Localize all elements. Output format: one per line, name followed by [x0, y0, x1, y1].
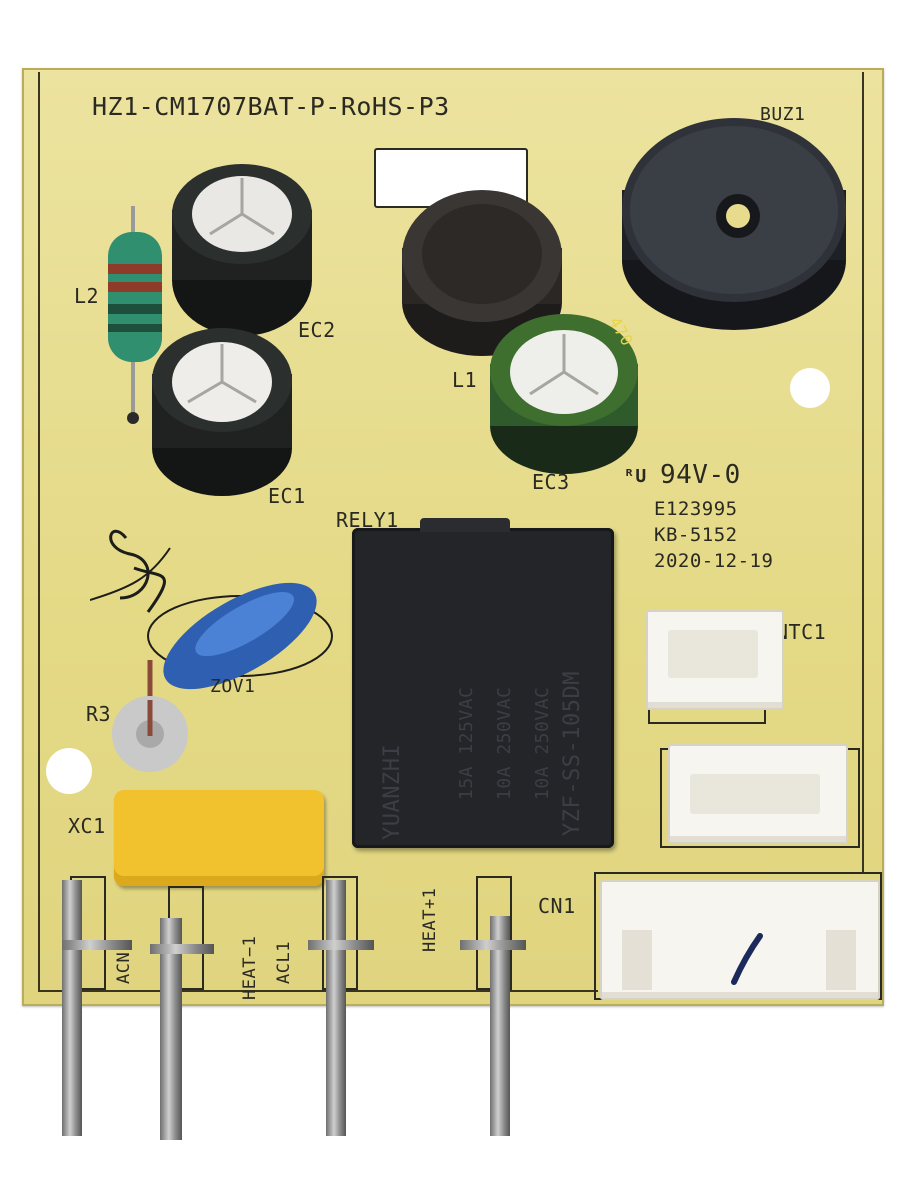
- label-xc1: XC1: [68, 814, 106, 838]
- label-zov: ZOV1: [210, 676, 256, 697]
- label-ntc1: NTC1: [776, 620, 827, 644]
- relay-brand: YUANZHI: [380, 743, 405, 840]
- relay-tab: [420, 518, 510, 532]
- label-ec3: EC3: [532, 470, 570, 494]
- mounting-hole-left: [46, 748, 92, 794]
- connector2-socket: [690, 774, 820, 814]
- buzzer: [622, 118, 846, 330]
- manufacture-date: 2020-12-19: [654, 550, 774, 572]
- board-edge-right: [862, 72, 864, 872]
- label-heat-plus: HEAT+1: [420, 887, 440, 952]
- terminal-acl[interactable]: [326, 880, 346, 1136]
- inductor-l1: [402, 190, 562, 356]
- label-ec2: EC2: [298, 318, 336, 342]
- label-buzzer: BUZ1: [760, 104, 806, 125]
- maker-code: KB-5152: [654, 524, 738, 546]
- ul-mark: ᴿU: [624, 466, 647, 487]
- board-edge-left: [38, 72, 40, 992]
- cn1-latch-left: [622, 930, 652, 990]
- x-capacitor: [114, 790, 324, 886]
- relay-rating-3: 10A 250VAC: [532, 686, 553, 800]
- relay-rating-1: 15A 125VAC: [456, 686, 477, 800]
- relay-markings: YUANZHI: [380, 340, 420, 840]
- cn1-latch-right: [826, 930, 856, 990]
- board-edge-bottom: [38, 990, 598, 992]
- inductor-l2: [108, 206, 162, 424]
- capacitor-ec2: [172, 164, 312, 336]
- resistor-r3: [112, 660, 188, 772]
- ul-file-number: E123995: [654, 498, 738, 520]
- terminal-heat-plus[interactable]: [490, 916, 510, 1136]
- label-cn1: CN1: [538, 894, 576, 918]
- terminal-acn[interactable]: [62, 880, 82, 1136]
- label-r3: R3: [86, 702, 112, 726]
- label-acl: ACL1: [274, 941, 294, 984]
- label-ec1: EC1: [268, 484, 306, 508]
- relay-rating-2: 10A 250VAC: [494, 686, 515, 800]
- varistor-area: [90, 529, 333, 690]
- label-l1: L1: [452, 368, 478, 392]
- ntc1-socket: [668, 630, 758, 678]
- relay-model: YZF-SS-105DM: [560, 671, 585, 836]
- capacitor-ec1: [152, 328, 292, 496]
- board-title: HZ1-CM1707BAT-P-RoHS-P3: [92, 92, 450, 121]
- label-acn: ACN: [114, 951, 134, 984]
- cn1-pen-mark: [731, 933, 763, 985]
- label-l2: L2: [74, 284, 100, 308]
- capacitor-ec3: [490, 314, 638, 474]
- label-heat-minus: HEAT−1: [240, 935, 260, 1000]
- flammability-rating: 94V-0: [660, 460, 741, 490]
- relay: [352, 528, 614, 848]
- mounting-hole-right: [790, 368, 830, 408]
- terminal-heat-minus[interactable]: [160, 918, 182, 1140]
